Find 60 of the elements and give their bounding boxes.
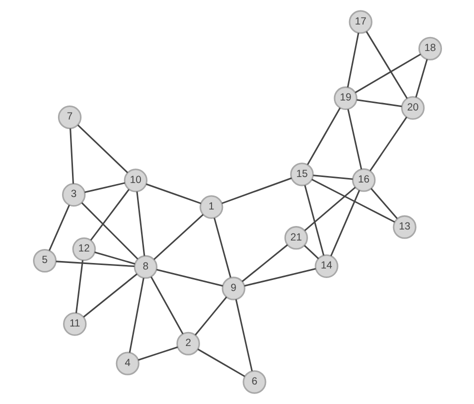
node-circle: 18	[418, 36, 442, 60]
node-circle: 21	[284, 226, 308, 250]
node-circle: 12	[72, 237, 96, 261]
connector	[414, 59, 428, 98]
connector	[369, 116, 407, 172]
node-circle: 5	[32, 248, 56, 273]
node-circle: 13	[392, 215, 416, 239]
connector	[156, 268, 222, 287]
connector	[84, 182, 125, 194]
node-circle: 9	[221, 276, 245, 300]
connector	[310, 178, 395, 223]
node-circle: 19	[333, 86, 357, 110]
connector	[55, 260, 134, 268]
connector	[354, 54, 420, 94]
connector	[74, 260, 83, 314]
node-circle: 20	[400, 96, 424, 120]
connector	[128, 278, 144, 353]
node-circle: 7	[57, 106, 82, 130]
connector	[196, 348, 245, 378]
connector	[346, 109, 362, 170]
connector	[346, 32, 359, 88]
node-circle: 11	[62, 312, 86, 336]
connector	[213, 218, 231, 278]
connector	[48, 204, 70, 251]
connector	[150, 276, 183, 334]
node-circle: 15	[290, 162, 314, 186]
connector	[306, 108, 340, 165]
connector	[370, 188, 398, 219]
connector	[82, 273, 137, 318]
connector	[244, 268, 316, 287]
connector	[365, 31, 408, 99]
connector	[330, 190, 360, 256]
connector	[312, 174, 352, 180]
connector	[356, 99, 402, 108]
node-circle: 16	[352, 168, 376, 192]
node-circle: 8	[133, 255, 157, 279]
node-circle: 14	[314, 254, 338, 278]
connector	[221, 177, 292, 204]
connector	[90, 188, 130, 241]
connector	[303, 245, 318, 260]
node-circle: 3	[62, 183, 86, 207]
node-circle: 17	[348, 10, 372, 34]
connector	[145, 183, 201, 204]
connector	[241, 244, 288, 282]
node-circle: 10	[123, 168, 147, 192]
connector	[304, 186, 356, 232]
connector	[138, 346, 178, 361]
node-circle: 4	[115, 352, 139, 376]
connector	[136, 191, 145, 256]
connector	[304, 185, 324, 256]
node-circle: 2	[176, 332, 200, 356]
connector	[234, 299, 252, 372]
connector	[80, 202, 138, 260]
connector	[194, 296, 227, 336]
connector	[76, 124, 128, 174]
connector	[152, 214, 204, 260]
connector	[69, 128, 74, 184]
node-circle: 6	[242, 370, 266, 394]
connector	[94, 252, 135, 265]
node-circle: 1	[199, 195, 223, 219]
